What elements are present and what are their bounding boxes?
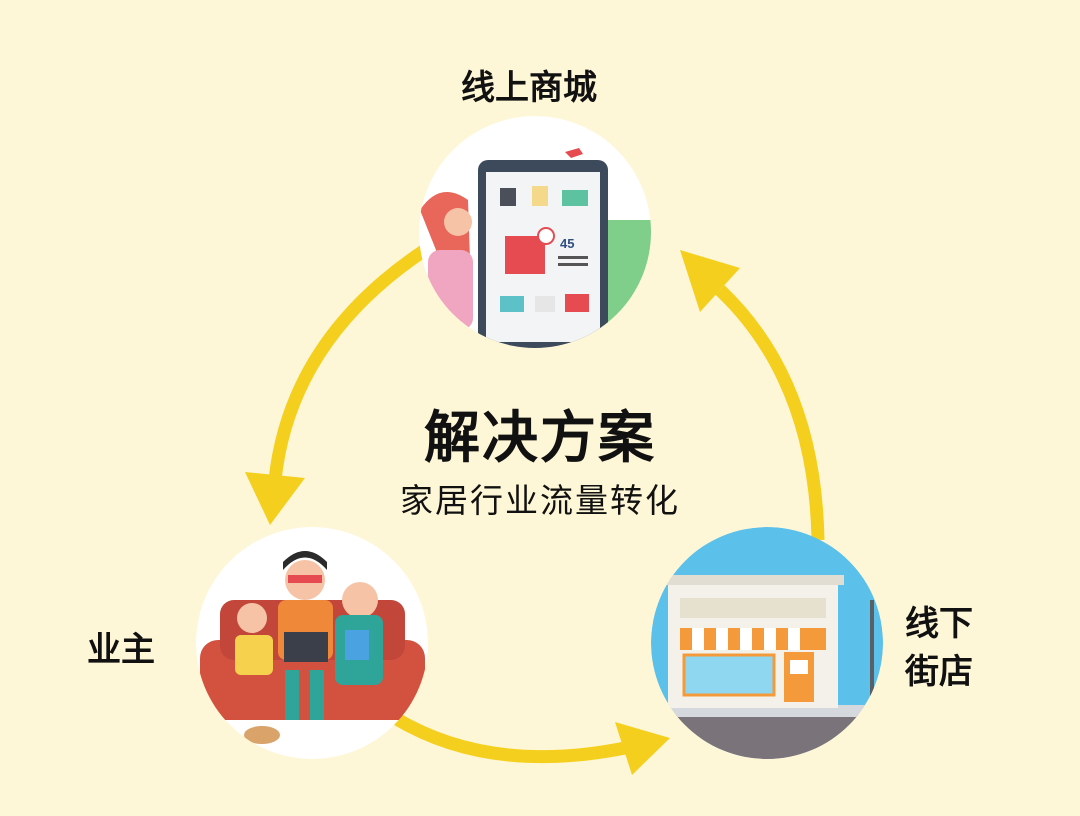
node-label-store-line1: 线下 (905, 604, 973, 644)
center-subtitle: 家居行业流量转化 (400, 481, 680, 520)
awning (680, 628, 826, 650)
arrow-owner-to-store (391, 712, 670, 775)
price-tag: 45 (560, 236, 574, 251)
arrow-store-to-mall (680, 250, 825, 541)
center-title: 解决方案 (424, 406, 656, 471)
node-label-online-mall: 线上商城 (461, 68, 597, 108)
arrow-mall-to-owner (245, 244, 429, 525)
node-label-store-line2: 街店 (905, 652, 973, 692)
online-mall-illustration: 45 (419, 116, 651, 348)
offline-store-illustration (651, 527, 883, 759)
node-label-owner: 业主 (87, 630, 155, 670)
owner-illustration (196, 527, 428, 759)
